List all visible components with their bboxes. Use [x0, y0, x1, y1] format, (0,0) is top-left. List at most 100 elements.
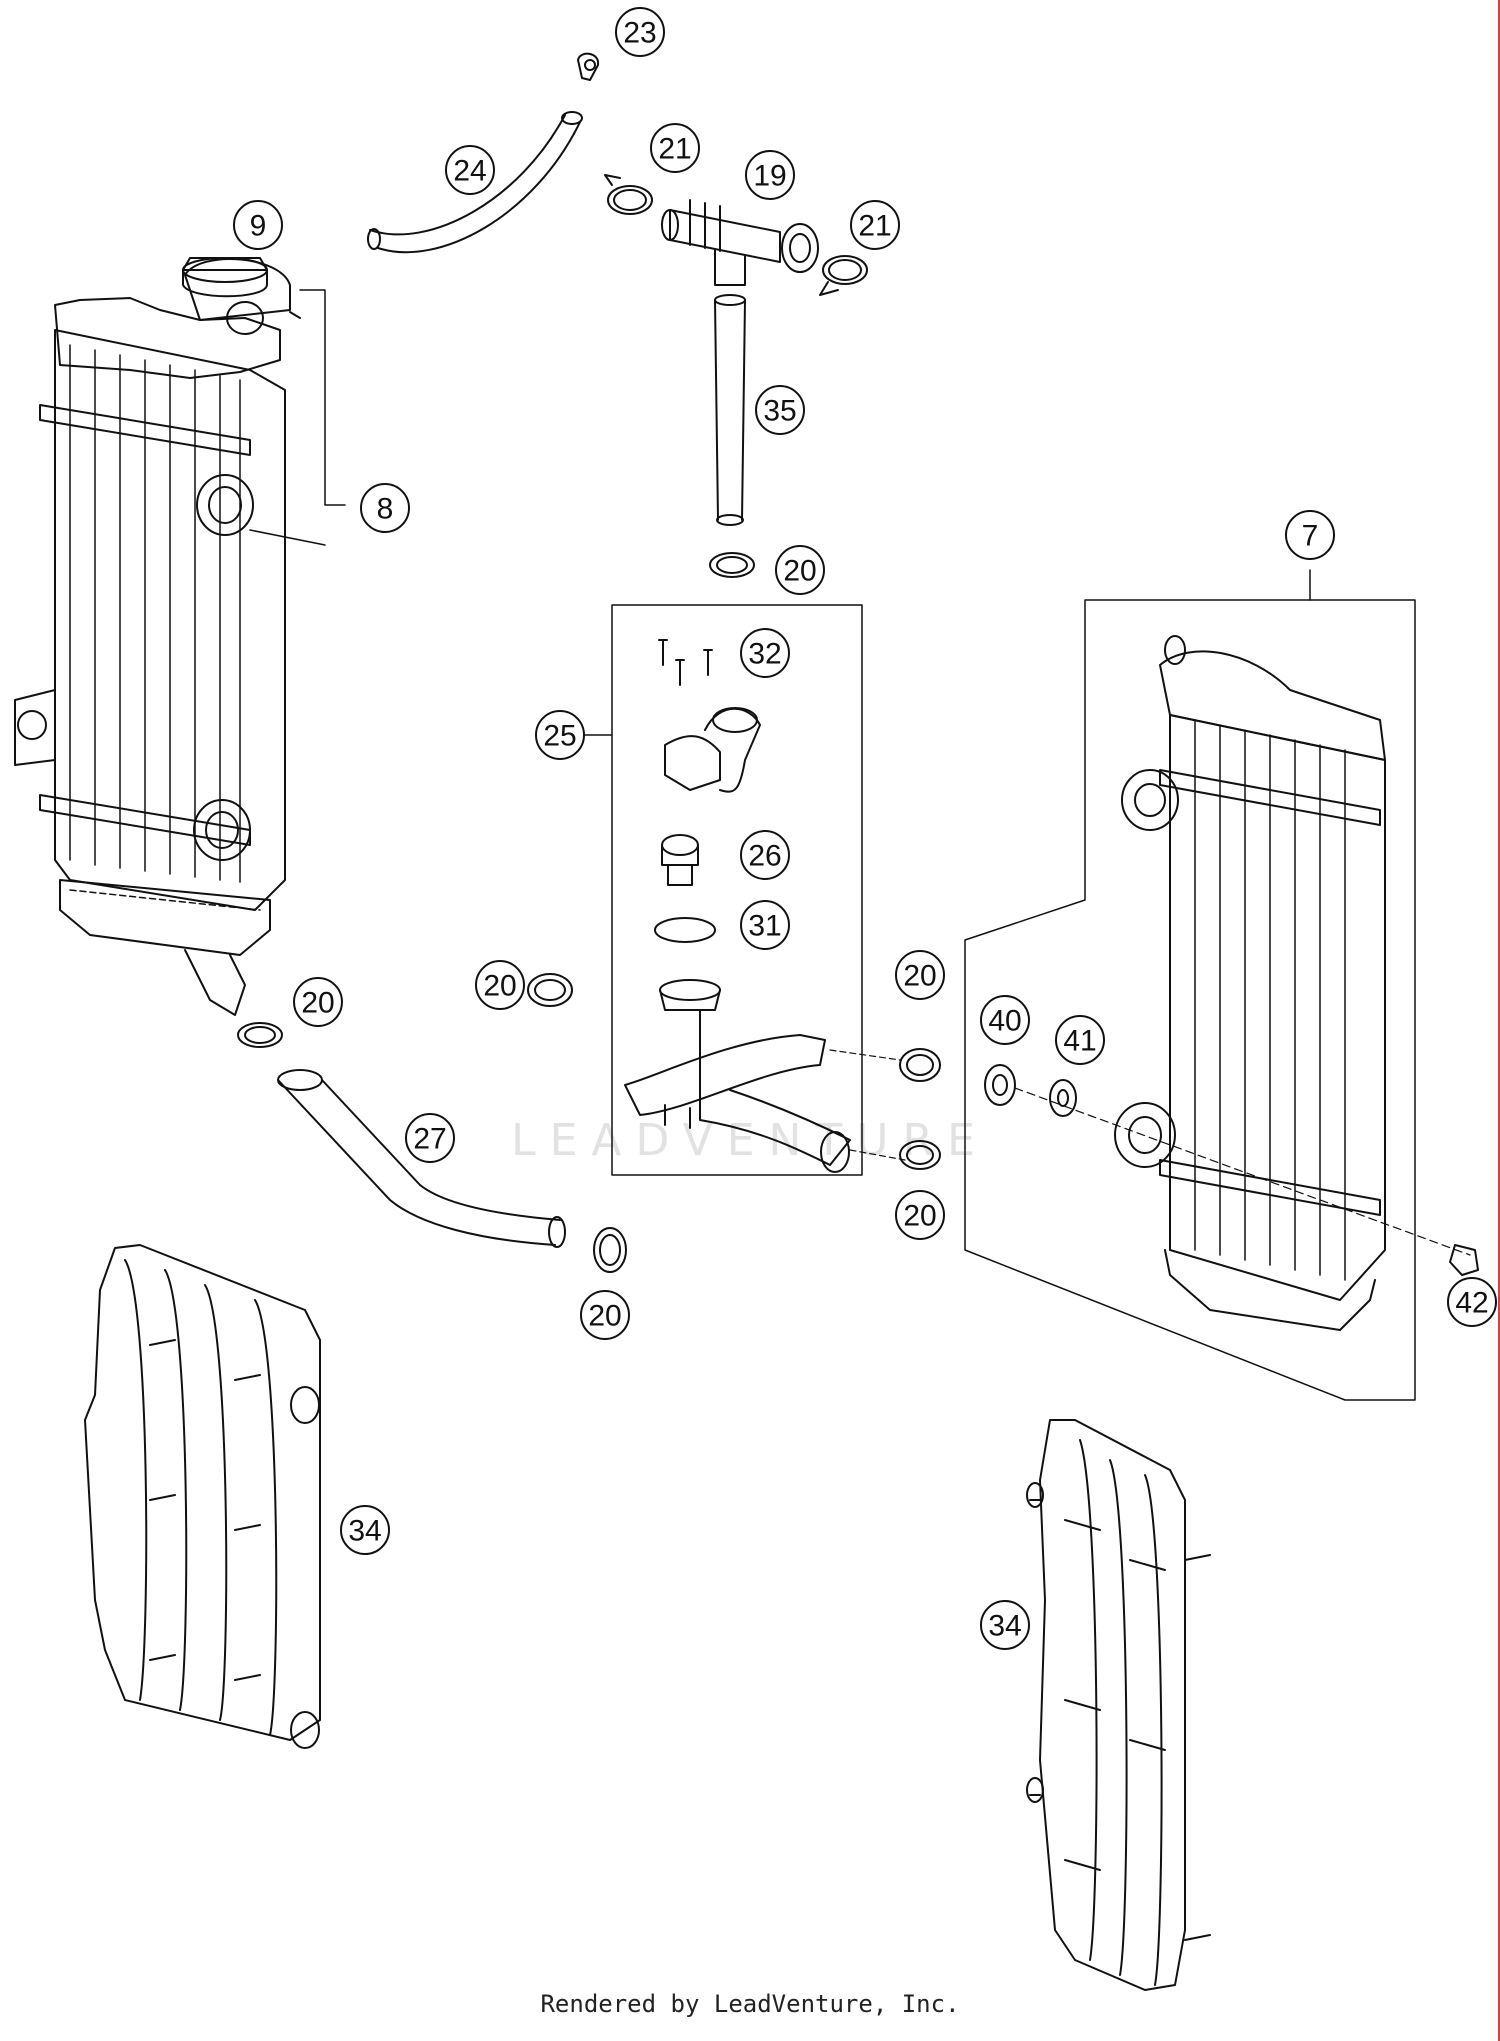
- callout-circle: [615, 7, 665, 57]
- callout-number: 40: [988, 1005, 1021, 1038]
- thermostat: [661, 834, 699, 886]
- page-edge-rule: [1498, 0, 1500, 2041]
- hose-clamp-20d: [899, 1140, 941, 1170]
- callout-number: 42: [1455, 1287, 1488, 1320]
- callout-24: 24: [445, 145, 495, 195]
- washer: [1049, 1079, 1077, 1117]
- hose-fitting: [624, 979, 851, 1173]
- callout-circle: [980, 995, 1030, 1045]
- callout-number: 24: [453, 155, 486, 188]
- callout-20: 20: [775, 545, 825, 595]
- callout-circle: [895, 950, 945, 1000]
- callout-19: 19: [745, 150, 795, 200]
- callout-number: 21: [858, 210, 891, 243]
- lower-hose: [277, 1069, 566, 1248]
- callout-20: 20: [895, 1190, 945, 1240]
- callout-circle: [1285, 510, 1335, 560]
- callout-number: 20: [903, 1200, 936, 1233]
- callout-circle: [775, 545, 825, 595]
- callout-20: 20: [475, 960, 525, 1010]
- thermostat-housing: [664, 707, 761, 793]
- watermark-text: LEADVENTURE: [511, 1115, 989, 1166]
- mounting-bolt: [1449, 1244, 1479, 1276]
- callout-circle: [535, 710, 585, 760]
- callout-circle: [340, 1505, 390, 1555]
- rubber-grommet: [984, 1064, 1016, 1106]
- callout-20: 20: [895, 950, 945, 1000]
- callout-circle: [233, 200, 283, 250]
- callout-27: 27: [405, 1113, 455, 1163]
- callout-circle: [650, 123, 700, 173]
- callout-circle: [745, 150, 795, 200]
- footer-credit: Rendered by LeadVenture, Inc.: [540, 1990, 960, 2018]
- callout-number: 8: [377, 493, 394, 526]
- callout-35: 35: [755, 385, 805, 435]
- callout-number: 32: [748, 638, 781, 671]
- left-radiator: [14, 258, 291, 1016]
- left-radiator-guard: [84, 1244, 321, 1749]
- callout-number: 34: [348, 1515, 381, 1548]
- callout-circle: [293, 977, 343, 1027]
- callout-21: 21: [850, 200, 900, 250]
- callout-circle: [755, 385, 805, 435]
- thermostat-kit-frame: [611, 604, 863, 1176]
- coolant-pipe: [714, 294, 746, 526]
- callout-number: 20: [301, 987, 334, 1020]
- right-radiator-frame: [964, 599, 1416, 1401]
- callout-number: 27: [413, 1123, 446, 1156]
- callout-number: 9: [250, 210, 267, 243]
- callout-circle: [475, 960, 525, 1010]
- callout-7: 7: [1285, 510, 1335, 560]
- hose-clamp-21-left: [604, 174, 653, 215]
- hose-clamp-21-right: [819, 255, 868, 296]
- callout-number: 23: [623, 17, 656, 50]
- callout-circle: [445, 145, 495, 195]
- callout-number: 34: [988, 1610, 1021, 1643]
- right-radiator: [1114, 635, 1386, 1331]
- hose-clip: [577, 52, 600, 81]
- callout-32: 32: [740, 628, 790, 678]
- callout-41: 41: [1055, 1015, 1105, 1065]
- leader-8b: [249, 529, 326, 546]
- leader-8: [299, 289, 346, 506]
- callout-number: 7: [1302, 520, 1319, 553]
- hose-clamp-20e: [237, 1022, 283, 1048]
- hose-clamp-20c: [899, 1048, 941, 1082]
- callout-number: 20: [483, 970, 516, 1003]
- callout-circle: [1055, 1015, 1105, 1065]
- callout-number: 20: [588, 1300, 621, 1333]
- callout-34: 34: [980, 1600, 1030, 1650]
- callout-circle: [360, 483, 410, 533]
- callout-9: 9: [233, 200, 283, 250]
- o-ring: [654, 917, 716, 943]
- screws: [658, 639, 713, 686]
- callout-number: 21: [658, 133, 691, 166]
- assembly-line-a: [829, 1049, 901, 1061]
- assembly-line-b: [849, 1149, 906, 1161]
- callout-number: 20: [783, 555, 816, 588]
- callout-20: 20: [293, 977, 343, 1027]
- overflow-hose: [367, 111, 583, 254]
- callout-34: 34: [340, 1505, 390, 1555]
- callout-42: 42: [1447, 1277, 1497, 1327]
- callout-8: 8: [360, 483, 410, 533]
- callout-23: 23: [615, 7, 665, 57]
- callout-21: 21: [650, 123, 700, 173]
- t-connector: [661, 199, 819, 286]
- right-radiator-guard: [1026, 1419, 1211, 1991]
- callout-number: 26: [748, 840, 781, 873]
- bolt-axis-line: [1014, 1087, 1471, 1256]
- callout-25: 25: [535, 710, 585, 760]
- callout-circle: [850, 200, 900, 250]
- hose-clamp-20b: [527, 973, 573, 1007]
- callout-number: 20: [903, 960, 936, 993]
- callout-31: 31: [740, 900, 790, 950]
- callout-number: 31: [748, 910, 781, 943]
- hose-clamp-20a: [709, 552, 755, 578]
- callout-circle: [895, 1190, 945, 1240]
- callout-circle: [1447, 1277, 1497, 1327]
- callout-circle: [740, 900, 790, 950]
- callout-circle: [405, 1113, 455, 1163]
- callout-40: 40: [980, 995, 1030, 1045]
